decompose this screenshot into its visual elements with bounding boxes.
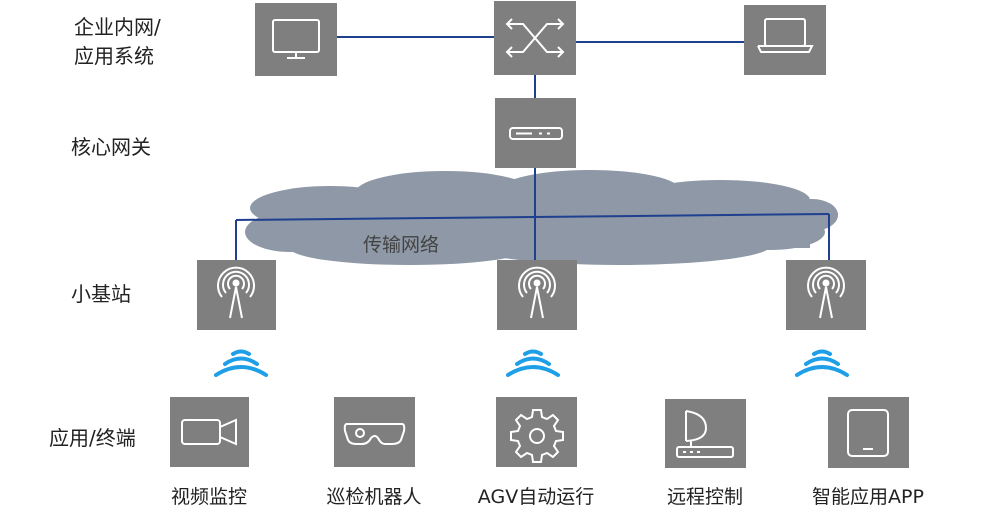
vr-headset-icon bbox=[343, 423, 406, 445]
switch-box bbox=[494, 1, 576, 75]
terminal-box-video bbox=[170, 397, 249, 467]
terminal-box-robot bbox=[334, 397, 415, 467]
layer-label-enterprise-line1: 企业内网/ bbox=[74, 15, 161, 39]
layer-label-small-cell: 小基站 bbox=[71, 282, 131, 306]
layer-label-application-terminal: 应用/终端 bbox=[49, 426, 136, 450]
terminal-label-app: 智能应用APP bbox=[812, 486, 924, 508]
laptop-box bbox=[744, 5, 826, 75]
layer-label-enterprise: 企业内网/ 应用系统 bbox=[74, 13, 161, 71]
wifi-signal-icon-2 bbox=[506, 349, 560, 377]
wifi-signal-icon-3 bbox=[795, 349, 849, 377]
antenna-icon bbox=[807, 266, 845, 319]
transport-network-label: 传输网络 bbox=[363, 234, 440, 256]
remote-device-icon bbox=[676, 410, 734, 458]
terminal-label-video: 视频监控 bbox=[170, 486, 248, 508]
video-camera-icon bbox=[181, 418, 237, 446]
small-cell-box-1 bbox=[197, 260, 276, 330]
terminal-label-robot: 巡检机器人 bbox=[326, 486, 422, 508]
layer-label-core-gateway: 核心网关 bbox=[71, 135, 151, 159]
antenna-icon bbox=[217, 266, 255, 319]
terminal-label-agv: AGV自动运行 bbox=[477, 486, 595, 508]
monitor-icon bbox=[272, 19, 320, 59]
terminal-label-remote: 远程控制 bbox=[666, 486, 744, 508]
gateway-box bbox=[495, 98, 576, 168]
small-cell-box-2 bbox=[497, 260, 577, 330]
wifi-signal-icon-1 bbox=[214, 349, 268, 377]
layer-label-enterprise-line2: 应用系统 bbox=[74, 44, 154, 68]
switch-icon bbox=[505, 18, 565, 58]
router-icon bbox=[509, 127, 563, 140]
transport-network-cloud bbox=[245, 170, 838, 265]
monitor-box bbox=[255, 3, 337, 76]
terminal-box-app bbox=[828, 397, 909, 468]
antenna-icon bbox=[518, 266, 556, 319]
terminal-box-agv bbox=[496, 397, 577, 467]
small-cell-box-3 bbox=[786, 260, 866, 330]
laptop-icon bbox=[757, 18, 814, 53]
link-backbone bbox=[235, 213, 830, 221]
gear-icon bbox=[510, 409, 564, 463]
terminal-box-remote bbox=[665, 399, 746, 468]
tablet-icon bbox=[847, 409, 889, 457]
